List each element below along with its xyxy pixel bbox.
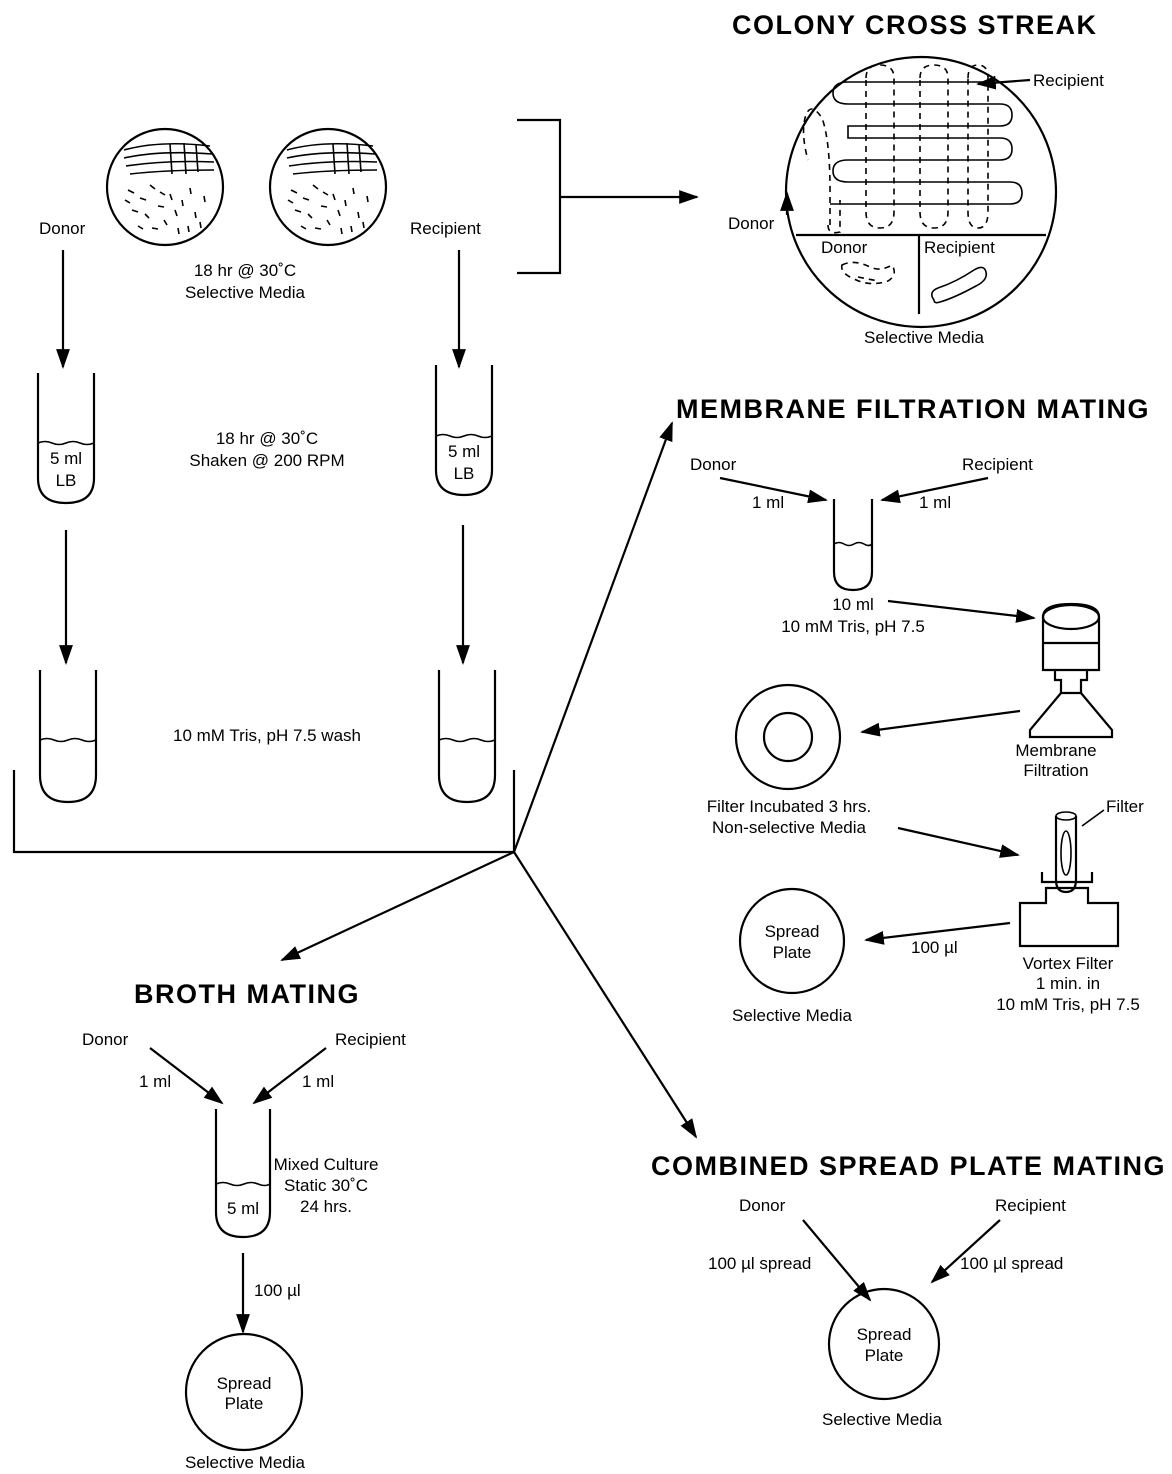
mf-media-label: Selective Media <box>732 1006 853 1025</box>
donor-starter-plate <box>105 127 225 247</box>
recipient-lb-tube <box>434 365 494 497</box>
filter-callout-line <box>1081 809 1105 827</box>
donor-wash-tube <box>38 670 98 804</box>
vortex-label-line1: Vortex Filter <box>1023 954 1114 973</box>
vortex-device <box>1018 811 1120 948</box>
combined-media-label: Selective Media <box>822 1410 943 1429</box>
broth-spread-plate-line1: Spread <box>217 1374 272 1393</box>
filtration-label-line1: Membrane <box>1015 741 1096 760</box>
heading-combined-spread-plate: COMBINED SPREAD PLATE MATING <box>651 1151 1166 1181</box>
heading-colony-cross-streak: COLONY CROSS STREAK <box>732 10 1098 40</box>
mf-recipient-volume: 1 ml <box>919 493 951 512</box>
plate-incubation-label: 18 hr @ 30˚C <box>194 261 296 280</box>
mf-recipient-label: Recipient <box>962 455 1033 474</box>
donor-lb-tube <box>36 373 96 505</box>
donor-label: Donor <box>39 219 86 238</box>
mf-spread-plate <box>738 887 846 995</box>
arrow-to-membrane-filtration <box>512 421 674 853</box>
cross-streak-recipient-sector: Recipient <box>924 238 995 257</box>
starter-bracket <box>517 118 562 275</box>
recipient-streak-pointer <box>976 75 1031 90</box>
broth-media-label: Selective Media <box>185 1453 306 1472</box>
mf-mixing-tube <box>832 499 874 592</box>
incubation-label-line2: Non-selective Media <box>712 818 867 837</box>
recipient-label: Recipient <box>410 219 481 238</box>
recipient-tube-medium: LB <box>454 464 475 483</box>
donor-tube-volume: 5 ml <box>50 449 82 468</box>
arrow-to-vortex <box>897 826 1020 858</box>
pooling-tray <box>12 770 516 854</box>
mf-recipient-arrow <box>880 476 989 504</box>
broth-spread-plate <box>184 1332 304 1452</box>
cross-streak-media-label: Selective Media <box>864 328 985 347</box>
combined-spread-plate-line2: Plate <box>865 1346 904 1365</box>
culture-conditions-line1: 18 hr @ 30˚C <box>216 429 318 448</box>
filtration-label-line2: Filtration <box>1023 761 1088 780</box>
filter-callout-label: Filter <box>1106 797 1144 816</box>
cross-streak-donor-label: Donor <box>728 214 775 233</box>
broth-donor-volume: 1 ml <box>139 1072 171 1091</box>
incubated-filter-plate <box>734 683 842 791</box>
combined-recipient-label: Recipient <box>995 1196 1066 1215</box>
wash-label: 10 mM Tris, pH 7.5 wash <box>173 726 361 745</box>
combined-spread-plate-line1: Spread <box>857 1325 912 1344</box>
broth-culture-line3: 24 hrs. <box>300 1197 352 1216</box>
broth-culture-line2: Static 30˚C <box>284 1176 368 1195</box>
filtration-unit <box>1028 602 1114 739</box>
mf-transfer-volume: 100 µl <box>911 938 958 957</box>
cross-streak-recipient-label: Recipient <box>1033 71 1104 90</box>
incubation-label-line1: Filter Incubated 3 hrs. <box>707 797 871 816</box>
heading-broth-mating: BROTH MATING <box>134 979 360 1009</box>
combined-spread-plate <box>827 1287 941 1401</box>
broth-donor-arrow <box>149 1047 224 1105</box>
donor-tube-medium: LB <box>56 471 77 490</box>
broth-recipient-volume: 1 ml <box>302 1072 334 1091</box>
vortex-label-line3: 10 mM Tris, pH 7.5 <box>996 995 1140 1014</box>
broth-mixed-tube <box>214 1109 272 1239</box>
heading-membrane-filtration: MEMBRANE FILTRATION MATING <box>676 394 1150 424</box>
combined-donor-label: Donor <box>739 1196 786 1215</box>
recipient-wash-tube <box>437 670 497 804</box>
mf-donor-label: Donor <box>690 455 737 474</box>
recipient-starter-plate <box>268 127 388 247</box>
arrow-to-broth-mating <box>280 851 515 961</box>
vortex-label-line2: 1 min. in <box>1036 974 1100 993</box>
mf-spread-plate-line2: Plate <box>773 943 812 962</box>
arrow-to-incubated-filter <box>860 709 1021 737</box>
broth-culture-line1: Mixed Culture <box>274 1155 379 1174</box>
arrow-to-combined-spread <box>513 851 698 1139</box>
recipient-tube-volume: 5 ml <box>448 442 480 461</box>
cross-streak-donor-sector: Donor <box>821 238 868 257</box>
arrow-to-filtration-unit <box>887 599 1036 623</box>
arrow-vortex-to-spread-plate <box>864 921 1011 945</box>
mf-tube-volume: 10 ml <box>832 595 874 614</box>
mf-spread-plate-line1: Spread <box>765 922 820 941</box>
mf-donor-arrow <box>719 476 828 504</box>
broth-spread-plate-line2: Plate <box>225 1394 264 1413</box>
culture-conditions-line2: Shaken @ 200 RPM <box>189 451 344 470</box>
broth-donor-label: Donor <box>82 1030 129 1049</box>
plate-media-label: Selective Media <box>185 283 306 302</box>
cross-streak-plate <box>784 55 1058 329</box>
combined-donor-spread: 100 µl spread <box>708 1254 811 1273</box>
broth-recipient-arrow <box>252 1047 327 1105</box>
combined-recipient-arrow <box>930 1219 1001 1284</box>
combined-donor-arrow <box>802 1219 872 1302</box>
mf-tube-buffer: 10 mM Tris, pH 7.5 <box>781 617 925 636</box>
broth-tube-volume: 5 ml <box>227 1199 259 1218</box>
combined-recipient-spread: 100 µl spread <box>960 1254 1063 1273</box>
broth-transfer-volume: 100 µl <box>254 1281 301 1300</box>
mf-donor-volume: 1 ml <box>752 493 784 512</box>
broth-recipient-label: Recipient <box>335 1030 406 1049</box>
